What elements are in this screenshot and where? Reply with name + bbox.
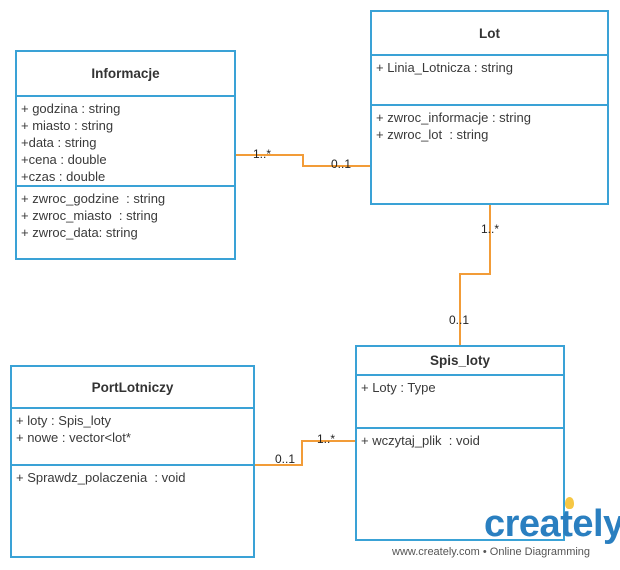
class-lot-attributes: + Linia_Lotnicza : string — [372, 56, 607, 106]
class-informacje-operations: + zwroc_godzine : string + zwroc_miasto … — [17, 187, 234, 244]
creately-logo: creately — [484, 503, 620, 545]
multiplicity-port-lotniczy-side: 0..1 — [275, 452, 296, 466]
multiplicity-lot-side: 0..1 — [331, 157, 352, 171]
multiplicity-spis-loty-top: 0..1 — [449, 313, 470, 327]
attribute: + loty : Spis_loty — [16, 413, 112, 428]
operation: + zwroc_data: string — [21, 225, 138, 240]
class-port-lotniczy[interactable]: PortLotniczy + loty : Spis_loty + nowe :… — [10, 365, 255, 558]
class-port-lotniczy-name: PortLotniczy — [12, 367, 253, 409]
class-spis-loty-attributes: + Loty : Type — [357, 376, 563, 429]
operation: + wczytaj_plik : void — [361, 433, 480, 448]
attribute: + miasto : string — [21, 118, 114, 133]
attribute: + nowe : vector<lot* — [16, 430, 131, 445]
class-spis-loty[interactable]: Spis_loty + Loty : Type + wczytaj_plik :… — [355, 345, 565, 541]
class-spis-loty-operations: + wczytaj_plik : void — [357, 429, 563, 452]
attribute: + Linia_Lotnicza : string — [376, 60, 513, 75]
multiplicity-lot-bottom: 1..* — [481, 222, 500, 236]
class-port-lotniczy-operations: + Sprawdz_polaczenia : void — [12, 466, 253, 489]
attribute: +data : string — [21, 135, 97, 150]
association-informacje-lot[interactable] — [235, 154, 371, 167]
class-port-lotniczy-attributes: + loty : Spis_loty + nowe : vector<lot* — [12, 409, 253, 466]
class-informacje-attributes: + godzina : string + miasto : string +da… — [17, 97, 234, 187]
operation: + zwroc_lot : string — [376, 127, 489, 142]
operation: + zwroc_godzine : string — [21, 191, 166, 206]
attribute: + Loty : Type — [361, 380, 436, 395]
class-informacje[interactable]: Informacje + godzina : string + miasto :… — [15, 50, 236, 260]
attribute: +cena : double — [21, 152, 107, 167]
class-informacje-name: Informacje — [17, 52, 234, 97]
operation: + zwroc_informacje : string — [376, 110, 531, 125]
operation: + zwroc_miasto : string — [21, 208, 158, 223]
association-port-lotniczy-spis-loty[interactable] — [254, 440, 356, 466]
class-spis-loty-name: Spis_loty — [357, 347, 563, 376]
class-lot-operations: + zwroc_informacje : string + zwroc_lot … — [372, 106, 607, 146]
creately-tagline: www.creately.com • Online Diagramming — [392, 546, 591, 558]
attribute: + godzina : string — [21, 101, 121, 116]
lightbulb-icon — [565, 497, 574, 509]
multiplicity-informacje-side: 1..* — [253, 147, 272, 161]
association-lot-spis-loty[interactable] — [459, 204, 491, 345]
class-lot-name: Lot — [372, 12, 607, 56]
attribute: +czas : double — [21, 169, 106, 184]
class-lot[interactable]: Lot + Linia_Lotnicza : string + zwroc_in… — [370, 10, 609, 205]
operation: + Sprawdz_polaczenia : void — [16, 470, 186, 485]
multiplicity-spis-loty-side: 1..* — [317, 432, 336, 446]
